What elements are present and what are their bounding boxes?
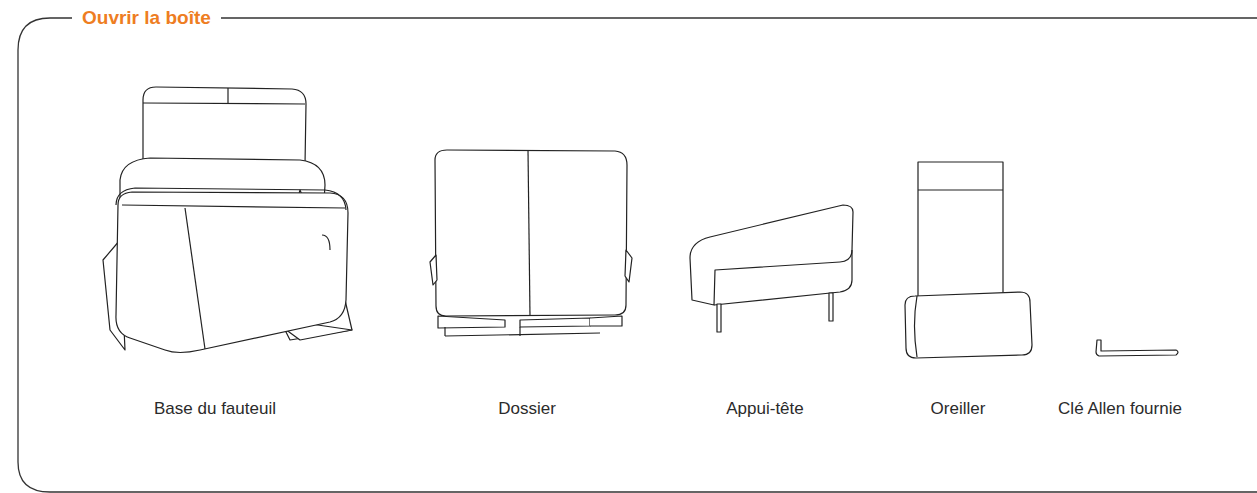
part-name: Clé Allen fournie: [1058, 398, 1182, 420]
headrest: [690, 205, 853, 332]
part-name: Dossier: [498, 398, 556, 420]
part-name: Base du fauteuil: [154, 398, 276, 420]
pillow: [905, 162, 1032, 358]
chair-base: [103, 87, 352, 353]
section-title: Ouvrir la boîte: [72, 6, 221, 30]
allen-key: [1096, 340, 1178, 356]
part-name: Appui-tête: [726, 398, 804, 420]
part-name: Oreiller: [931, 398, 986, 420]
frame: [18, 18, 1257, 492]
backrest: [430, 150, 632, 336]
